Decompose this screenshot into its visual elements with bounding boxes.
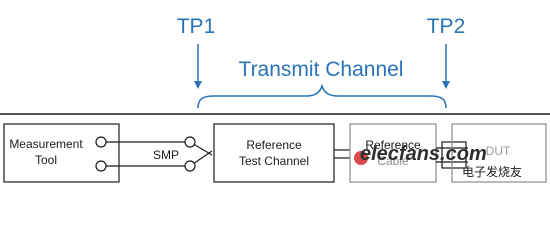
watermark: elecfans.com 电子发烧友 (354, 143, 522, 179)
dut-connector-loop (441, 141, 467, 169)
smp-label: SMP (153, 148, 179, 162)
transmit-channel-brace (197, 83, 447, 109)
reference-cable-label-line1: Reference (365, 138, 421, 152)
reference-test-channel-label-line1: Reference (246, 138, 302, 152)
smp-connector-top-right (184, 136, 196, 148)
smp-connector-top-left (95, 136, 107, 148)
tp1-label: TP1 (177, 15, 216, 38)
smp-connector-bottom-right (184, 160, 196, 172)
watermark-logo-icon (354, 151, 368, 165)
dut-label: DUT (486, 144, 511, 158)
watermark-brand: elecfans.com (360, 143, 487, 165)
smp-connector-bottom-left (95, 160, 107, 172)
measurement-tool-label-line1: Measurement (9, 137, 83, 151)
tp2-label: TP2 (427, 15, 466, 38)
reference-test-channel-label-line2: Test Channel (239, 154, 309, 168)
reference-cable-box (349, 123, 437, 183)
watermark-tagline: 电子发烧友 (462, 164, 522, 179)
transmit-channel-label: Transmit Channel (239, 58, 404, 81)
reference-cable-label-line2: Cable (377, 154, 409, 168)
transmit-channel-diagram: TP1 TP2 Transmit Channel Measurement Too… (0, 15, 550, 183)
reference-test-channel-box (213, 123, 335, 183)
measurement-tool-label-line2: Tool (35, 153, 57, 167)
measurement-tool-box (3, 123, 120, 183)
dut-box (451, 123, 547, 183)
